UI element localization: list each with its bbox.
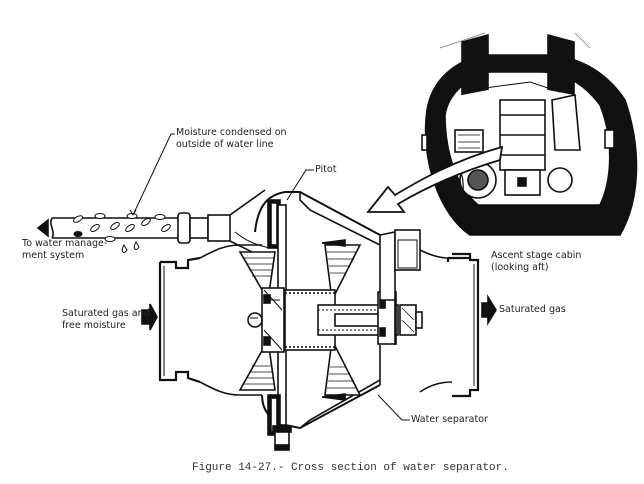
label-pitot: Pitot — [315, 164, 337, 175]
figure-caption: Figure 14-27.- Cross section of water se… — [192, 462, 509, 474]
label-moisture-condensed: Moisture condensed on outside of water l… — [176, 127, 287, 150]
water-separator-body — [158, 191, 480, 451]
label-ascent-stage-cabin: Ascent stage cabin (looking aft) — [491, 250, 582, 273]
leader-lines — [129, 133, 410, 421]
label-outlet-saturated-gas: Saturated gas — [499, 304, 566, 315]
cabin-inset — [421, 32, 638, 236]
callout-arrow — [366, 145, 504, 213]
water-line — [36, 189, 271, 256]
inlet-flow-arrow — [141, 303, 158, 331]
label-inlet-saturated-gas: Saturated gas and free moisture — [62, 308, 150, 331]
label-to-water-management: To water manage- ment system — [22, 238, 108, 261]
outflow-arrow — [36, 218, 49, 238]
label-water-separator: Water separator — [411, 414, 488, 425]
outlet-flow-arrow — [481, 294, 497, 326]
